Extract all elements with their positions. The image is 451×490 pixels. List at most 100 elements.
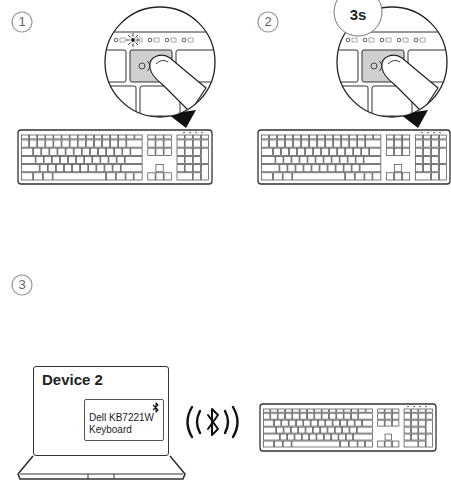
key <box>404 409 411 412</box>
keyboard-body <box>18 130 212 184</box>
keyboard-body <box>260 404 436 451</box>
key <box>48 165 55 172</box>
key <box>378 420 385 426</box>
key <box>46 140 53 147</box>
key <box>21 135 28 139</box>
key <box>293 413 300 419</box>
key <box>293 140 300 147</box>
key <box>385 420 392 426</box>
key <box>123 148 130 155</box>
status-led <box>380 38 384 42</box>
key <box>335 427 342 433</box>
key <box>295 434 302 440</box>
key <box>332 434 339 440</box>
key <box>317 434 324 440</box>
key <box>411 427 418 433</box>
key <box>304 165 311 172</box>
key <box>109 156 116 163</box>
key <box>403 135 410 139</box>
key <box>301 140 308 147</box>
callout-number: 3 <box>12 275 32 295</box>
key <box>21 173 32 180</box>
key <box>62 135 69 139</box>
key <box>316 156 323 163</box>
status-led <box>131 38 135 42</box>
key <box>276 156 283 163</box>
key <box>394 165 401 172</box>
status-led <box>397 38 401 42</box>
finger <box>382 55 438 112</box>
blink-ray <box>135 35 137 37</box>
led-icon <box>352 38 357 42</box>
step-circle <box>12 12 32 32</box>
key <box>177 156 184 163</box>
key <box>342 135 349 139</box>
key <box>36 156 43 163</box>
key <box>116 173 125 180</box>
key <box>52 156 59 163</box>
indicator-dot <box>201 132 203 134</box>
key <box>38 135 45 139</box>
keyboard-body <box>258 130 450 184</box>
key <box>359 409 366 412</box>
key <box>342 140 349 147</box>
key <box>38 140 45 147</box>
key <box>70 135 77 139</box>
key <box>293 409 300 412</box>
key <box>40 165 47 172</box>
key <box>394 135 401 139</box>
key <box>386 148 393 155</box>
key <box>324 434 331 440</box>
key <box>362 420 372 426</box>
key <box>362 148 369 155</box>
key <box>261 165 279 172</box>
indicator-dot <box>439 132 441 134</box>
key <box>374 135 381 139</box>
key <box>284 427 291 433</box>
key <box>34 148 41 155</box>
key <box>358 135 365 139</box>
key <box>261 148 272 155</box>
key <box>337 409 344 412</box>
key <box>354 434 373 440</box>
key <box>148 148 155 155</box>
status-led <box>346 38 350 42</box>
key <box>426 420 433 433</box>
key <box>284 156 291 163</box>
blink-ray <box>128 42 130 44</box>
led-icon <box>154 38 159 42</box>
key <box>338 148 345 155</box>
device-name: Dell KB7221W Keyboard <box>89 412 159 436</box>
key <box>106 148 113 155</box>
key <box>193 173 200 180</box>
key <box>74 148 81 155</box>
key <box>354 148 361 155</box>
key <box>54 140 61 147</box>
key <box>328 165 335 172</box>
key <box>423 148 430 155</box>
key <box>373 173 381 180</box>
device-title: Device 2 <box>42 371 160 389</box>
key <box>164 148 171 155</box>
key <box>271 409 278 412</box>
key <box>283 441 291 447</box>
key <box>82 148 89 155</box>
key <box>277 135 284 139</box>
key <box>42 148 49 155</box>
key <box>274 441 282 447</box>
key <box>403 140 410 147</box>
key <box>177 165 184 172</box>
key <box>86 140 93 147</box>
callout-number: 1 <box>12 12 32 32</box>
key <box>285 135 292 139</box>
key <box>285 409 292 412</box>
key <box>392 441 399 447</box>
key <box>94 135 101 139</box>
key <box>439 140 446 147</box>
key <box>296 165 303 172</box>
key <box>101 156 108 163</box>
key <box>313 427 320 433</box>
key <box>355 173 364 180</box>
laptop-base <box>20 474 183 475</box>
key <box>293 135 300 139</box>
